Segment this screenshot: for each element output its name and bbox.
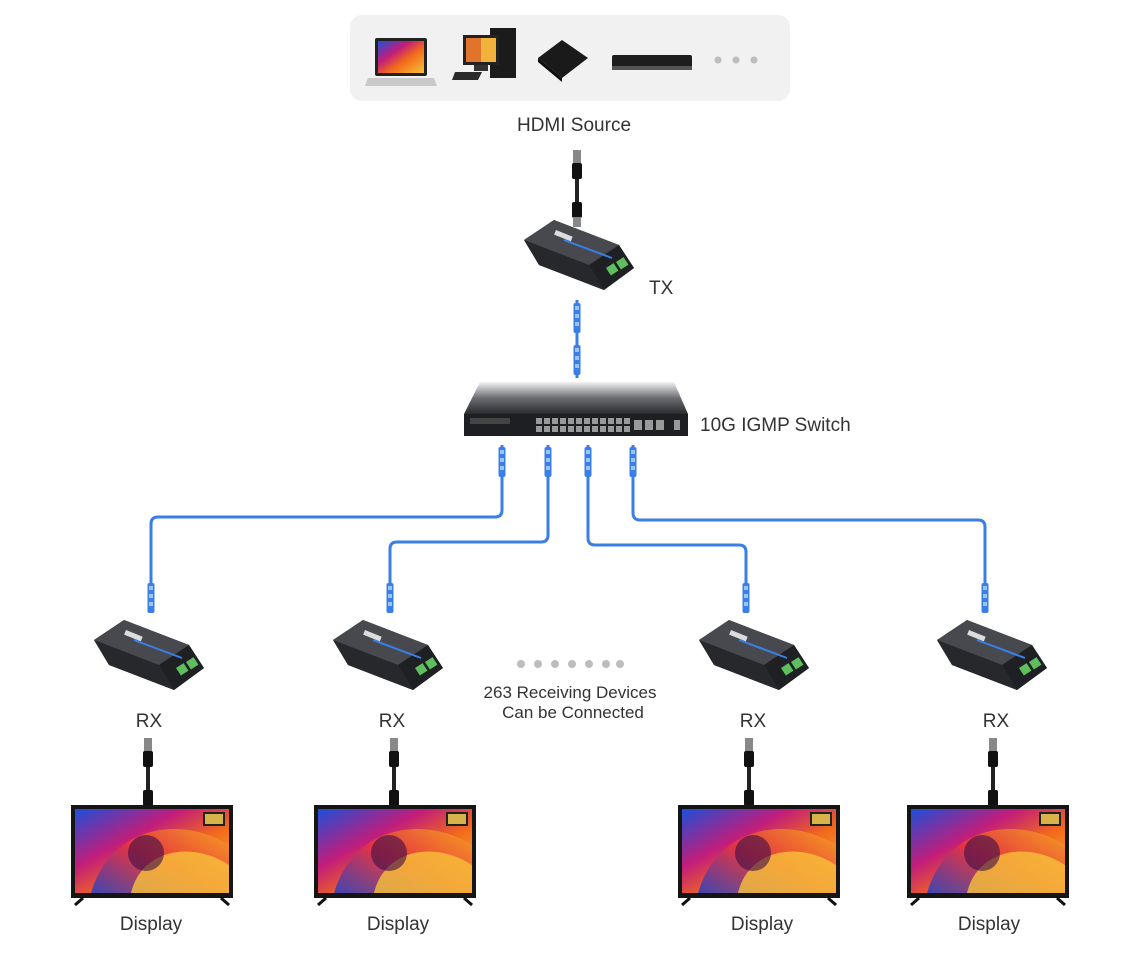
rx-label-4: RX: [982, 711, 1010, 732]
ethernet-cables-rx: [149, 445, 987, 612]
receivers-note-line2: Can be Connected: [502, 703, 644, 722]
switch-label: 10G IGMP Switch: [700, 415, 851, 436]
hdmi-cable-rx-icon: [988, 738, 998, 815]
display-icon-1: [69, 803, 235, 907]
rj45-connector-icon: [742, 583, 750, 613]
network-switch-icon: [464, 382, 688, 436]
hdmi-source-label: HDMI Source: [516, 115, 632, 136]
rx-extender-icon-1: [93, 619, 205, 691]
rx-label-1: RX: [135, 711, 163, 732]
rj45-connector-icon: [386, 583, 394, 613]
rj45-connector-icon: [544, 447, 552, 477]
more-dots-icon: [714, 56, 758, 64]
rj45-connector-icon: [584, 447, 592, 477]
display-icon-2: [312, 803, 478, 907]
rj45-connector-icon: [498, 447, 506, 477]
tx-label: TX: [649, 278, 674, 299]
rx-label-3: RX: [739, 711, 767, 732]
desktop-pc-icon: [452, 28, 516, 80]
display-label-2: Display: [366, 914, 430, 935]
rx-extender-icon-4: [936, 619, 1048, 691]
rx-extender-icon-2: [332, 619, 444, 691]
hdmi-cable-source-icon: [572, 150, 582, 227]
display-icon-3: [676, 803, 842, 907]
rj45-connector-icon: [981, 583, 989, 613]
display-icon-4: [905, 803, 1071, 907]
rx-label-2: RX: [378, 711, 406, 732]
blu-ray-player-icon: [612, 55, 692, 70]
hdmi-cable-rx-icon: [744, 738, 754, 815]
receivers-note-line1: 263 Receiving Devices: [483, 683, 657, 702]
hdmi-cable-rx-icon: [143, 738, 153, 815]
rj45-connector-icon: [573, 345, 581, 375]
tv-box-icon: [538, 40, 588, 82]
display-label-1: Display: [119, 914, 183, 935]
more-receivers-dots-icon: [517, 660, 624, 668]
display-label-3: Display: [730, 914, 794, 935]
rj45-connector-icon: [629, 447, 637, 477]
hdmi-cable-rx-icon: [389, 738, 399, 815]
rj45-connector-icon: [147, 583, 155, 613]
rj45-connector-icon: [573, 303, 581, 333]
display-label-4: Display: [957, 914, 1021, 935]
rx-extender-icon-3: [698, 619, 810, 691]
laptop-icon: [365, 38, 437, 86]
tx-extender-icon: [523, 219, 635, 291]
